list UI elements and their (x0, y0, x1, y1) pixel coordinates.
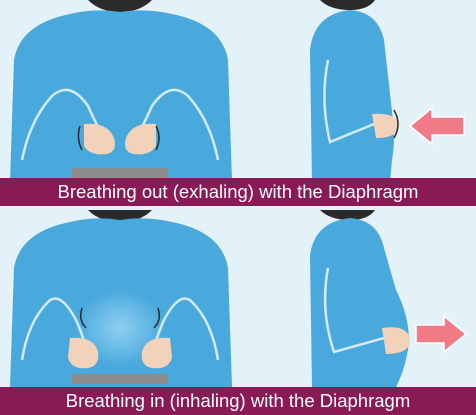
exhale-caption: Breathing out (exhaling) with the Diaphr… (0, 178, 476, 206)
side-shirt (310, 10, 394, 182)
front-belt (72, 374, 168, 384)
inhale-front-figure (10, 210, 232, 387)
exhale-front-figure (10, 0, 232, 182)
inhale-illustration (0, 210, 476, 415)
front-belt (72, 168, 168, 178)
exhale-panel: Breathing out (exhaling) with the Diaphr… (0, 0, 476, 210)
inhale-panel: Breathing in (inhaling) with the Diaphra… (0, 210, 476, 415)
front-shirt (10, 10, 232, 182)
inhale-caption: Breathing in (inhaling) with the Diaphra… (0, 387, 476, 415)
